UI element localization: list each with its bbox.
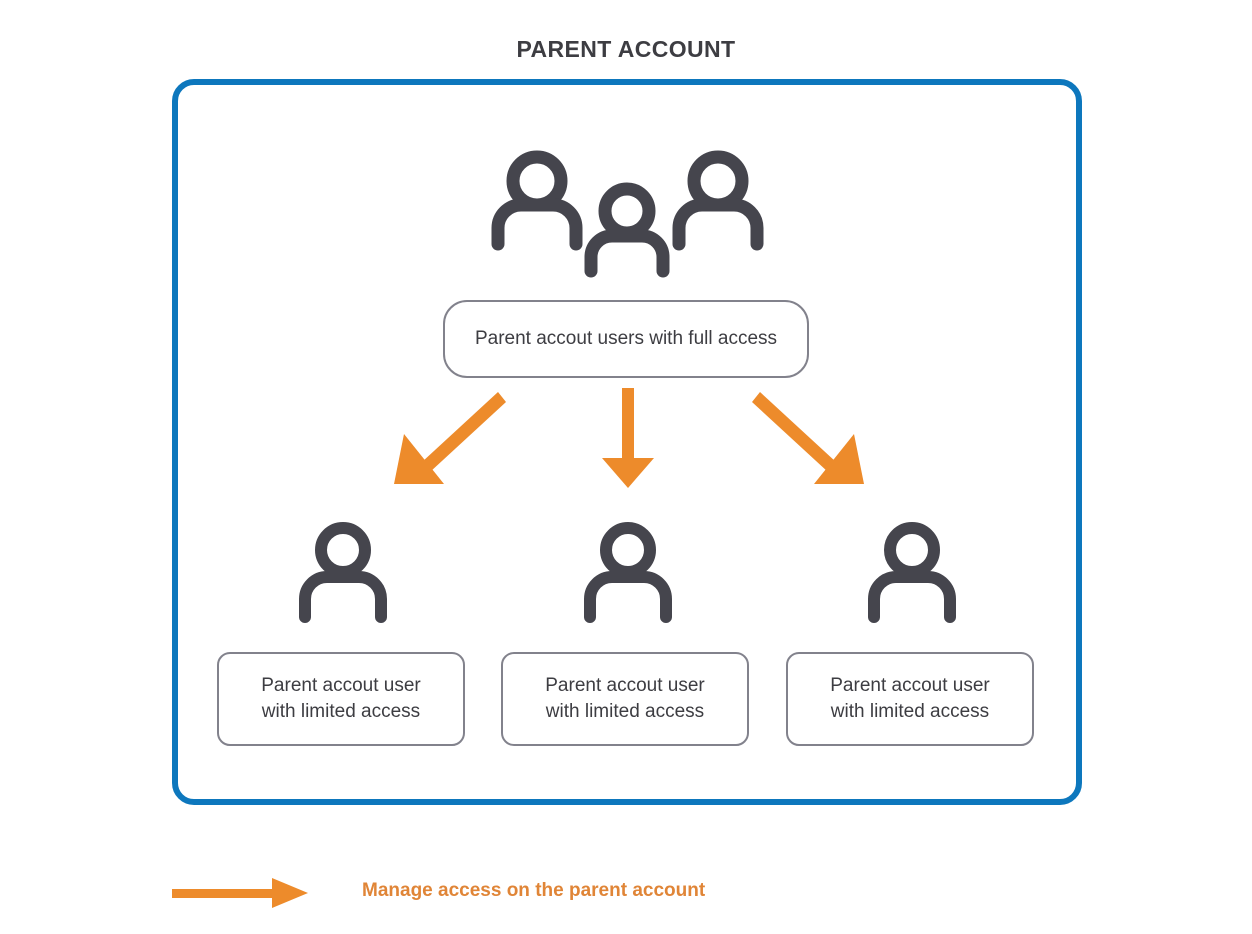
arrow-down-icon	[602, 388, 654, 488]
arrow-down-left-icon	[394, 392, 506, 484]
limited-access-label-box: Parent accout user with limited access	[217, 652, 465, 746]
page-title: PARENT ACCOUNT	[516, 36, 736, 62]
full-access-label: Parent accout users with full access	[474, 328, 778, 350]
right-arrow-icon	[172, 878, 308, 908]
single-user-icon	[868, 522, 956, 623]
legend: Manage access on the parent account	[172, 866, 792, 918]
limited-access-label-line2: with limited access	[545, 701, 705, 722]
arrow-down-right-icon	[752, 392, 864, 484]
limited-access-label-line1: Parent accout user	[830, 675, 990, 697]
limited-access-label-line2: with limited access	[261, 701, 421, 722]
limited-access-label-line1: Parent accout user	[261, 675, 421, 697]
group-of-users-icon	[491, 150, 764, 278]
full-access-label-box: Parent accout users with full access	[443, 300, 809, 378]
limited-access-label-line2: with limited access	[830, 701, 990, 722]
limited-access-label-box: Parent accout user with limited access	[501, 652, 749, 746]
legend-label: Manage access on the parent account	[362, 880, 706, 901]
limited-access-label-line1: Parent accout user	[545, 675, 705, 697]
single-user-icon	[584, 522, 672, 623]
limited-access-label-box: Parent accout user with limited access	[786, 652, 1034, 746]
single-user-icon	[299, 522, 387, 623]
